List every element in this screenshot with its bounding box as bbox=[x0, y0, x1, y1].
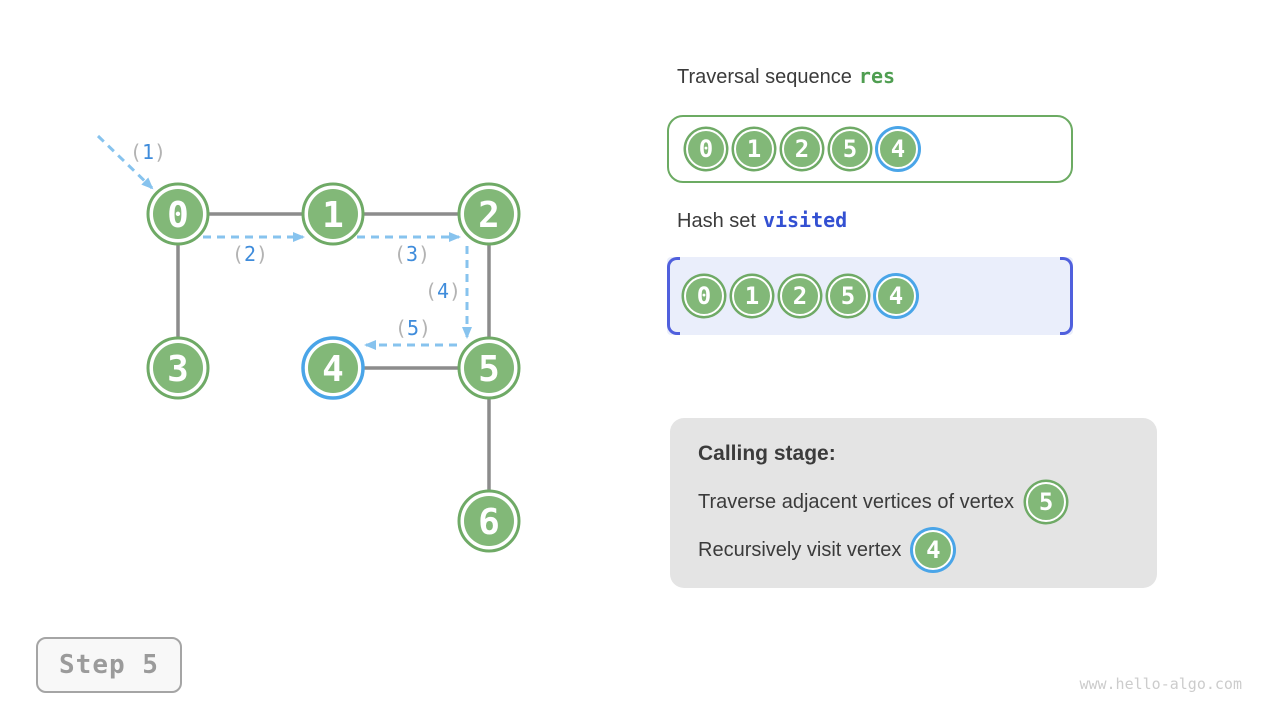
graph-node-6: 6 bbox=[457, 489, 521, 553]
graph-node-label: 1 bbox=[322, 195, 344, 236]
node-chip-0: 0 bbox=[686, 129, 726, 169]
graph-edges bbox=[176, 212, 491, 521]
graph-node-4: 4 bbox=[301, 336, 365, 400]
node-chip-5: 5 bbox=[1026, 482, 1067, 522]
sequence-panel-title: Traversal sequence res bbox=[677, 64, 895, 89]
sequence-title-text: Traversal sequence bbox=[677, 66, 852, 88]
visited-title-text: Hash set bbox=[677, 210, 756, 232]
graph-node-2: 2 bbox=[457, 182, 521, 246]
calling-line-1-text: Traverse adjacent vertices of vertex bbox=[698, 490, 1015, 513]
graph-node-0: 0 bbox=[146, 182, 210, 246]
graph-node-5: 5 bbox=[457, 336, 521, 400]
node-chip-1: 1 bbox=[734, 129, 774, 169]
calling-line-2-text: Recursively visit vertex bbox=[698, 538, 902, 561]
graph-node-1: 1 bbox=[301, 182, 365, 246]
step-order-label: (2) bbox=[232, 242, 268, 266]
node-chip-5: 5 bbox=[830, 129, 870, 169]
node-chip-0: 0 bbox=[684, 276, 724, 316]
graph-node-label: 5 bbox=[478, 349, 500, 390]
calling-line-2: Recursively visit vertex 4 bbox=[698, 528, 1129, 572]
step-indicator-button[interactable]: Step 5 bbox=[36, 637, 182, 693]
step-order-labels: (1) (2) (3) (4) (5) bbox=[130, 140, 461, 340]
traversal-arrow bbox=[96, 134, 154, 190]
graph-node-label: 3 bbox=[167, 349, 189, 390]
step-order-label: (4) bbox=[425, 279, 461, 303]
visited-title-code: visited bbox=[762, 208, 848, 232]
traversal-arrows bbox=[96, 134, 472, 350]
graph-node-label: 6 bbox=[478, 502, 500, 543]
graph-node-label: 0 bbox=[167, 195, 189, 236]
calling-stage-title: Calling stage: bbox=[698, 442, 836, 465]
step-order-label: (1) bbox=[130, 140, 166, 164]
graph-node-label: 4 bbox=[322, 349, 344, 390]
calling-stage-box: Calling stage: Traverse adjacent vertice… bbox=[670, 418, 1157, 588]
graph-diagram: 0 1 2 3 4 5 6 (1) (2) (3) (4) (5) bbox=[96, 134, 521, 553]
node-chip-4: 4 bbox=[876, 276, 916, 316]
calling-line-1: Traverse adjacent vertices of vertex 5 bbox=[698, 480, 1129, 524]
graph-node-label: 2 bbox=[478, 195, 500, 236]
watermark: www.hello-algo.com bbox=[1079, 675, 1242, 693]
set-bracket-left bbox=[667, 257, 680, 335]
node-chip-4: 4 bbox=[913, 530, 954, 570]
step-order-label: (5) bbox=[395, 316, 431, 340]
node-chip-2: 2 bbox=[782, 129, 822, 169]
set-bracket-right bbox=[1060, 257, 1073, 335]
node-chip-5: 5 bbox=[828, 276, 868, 316]
graph-node-3: 3 bbox=[146, 336, 210, 400]
step-order-label: (3) bbox=[394, 242, 430, 266]
node-chip-4: 4 bbox=[878, 129, 918, 169]
node-chip-1: 1 bbox=[732, 276, 772, 316]
node-chip-2: 2 bbox=[780, 276, 820, 316]
graph-nodes: 0 1 2 3 4 5 6 bbox=[146, 182, 521, 553]
sequence-title-code: res bbox=[858, 64, 896, 88]
visited-panel-title: Hash set visited bbox=[677, 208, 847, 233]
